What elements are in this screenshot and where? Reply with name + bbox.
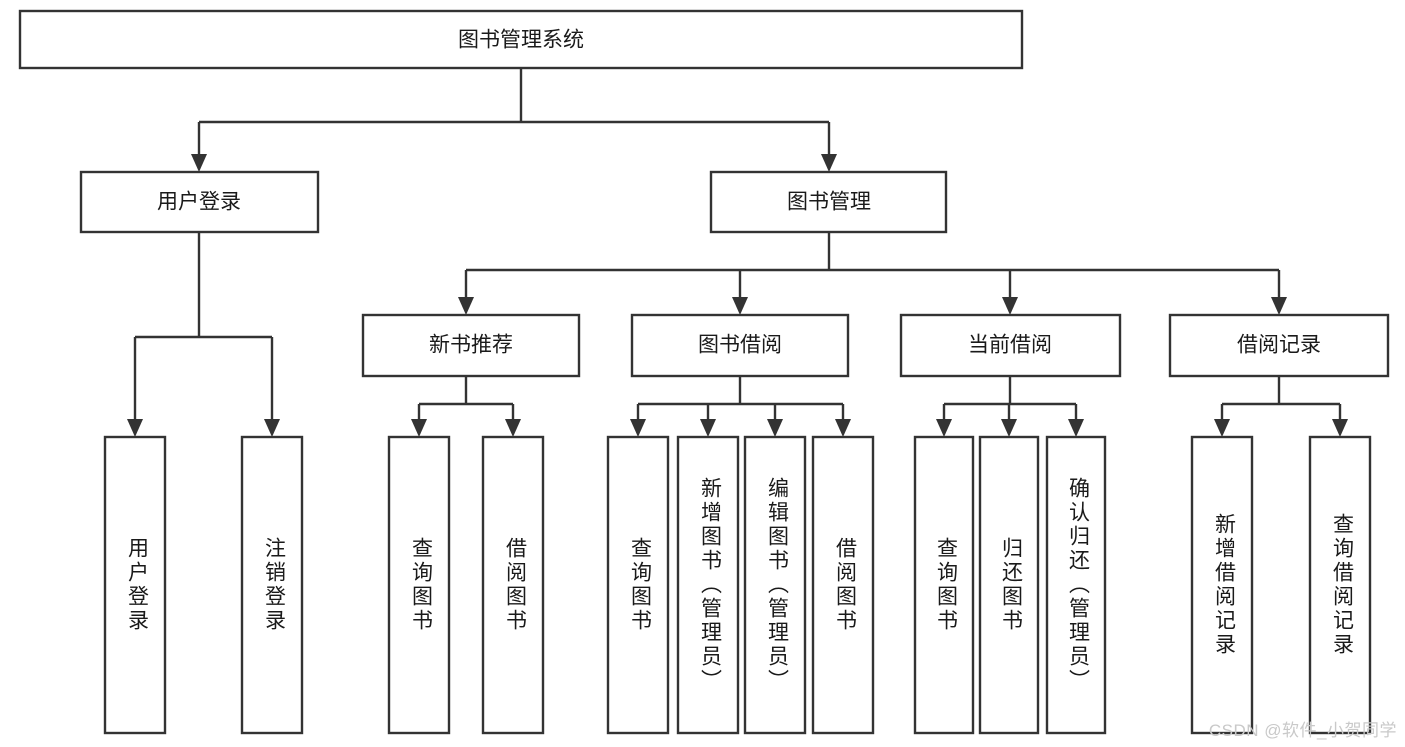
node-leaf-user-login[interactable]: 用户登录	[103, 435, 167, 735]
node-leaf-logout-login-label: 注销登录	[262, 537, 286, 633]
node-leaf-query-book-2-label: 查询图书	[628, 537, 652, 633]
node-leaf-confirm-return[interactable]: 确认归还（管理员）	[1045, 435, 1107, 735]
node-system-label: 图书管理系统	[458, 29, 584, 52]
node-leaf-query-record-box[interactable]	[1308, 435, 1372, 735]
arrow-head-leaf-query-record	[1332, 419, 1348, 437]
node-book-borrow-box[interactable]	[630, 313, 850, 378]
arrow-head-leaf-add-book	[700, 419, 716, 437]
node-new-book-recommend-box[interactable]	[361, 313, 581, 378]
arrow-head-leaf-borrow-book-1	[505, 419, 521, 437]
node-leaf-borrow-book-2[interactable]: 借阅图书	[811, 435, 875, 735]
arrow-head-user-login	[191, 154, 207, 172]
node-user-login[interactable]: 用户登录	[79, 170, 320, 234]
arrow-head-leaf-query-book-3	[936, 419, 952, 437]
node-leaf-borrow-book-2-label: 借阅图书	[833, 537, 857, 633]
node-leaf-add-record-box[interactable]	[1190, 435, 1254, 735]
node-leaf-query-book-2[interactable]: 查询图书	[606, 435, 670, 735]
node-system[interactable]: 图书管理系统	[18, 9, 1024, 70]
arrow-head-book-management	[821, 154, 837, 172]
node-borrow-record-box[interactable]	[1168, 313, 1390, 378]
node-new-book-recommend[interactable]: 新书推荐	[361, 313, 581, 378]
node-leaf-query-book-3-box[interactable]	[913, 435, 975, 735]
node-user-login-label: 用户登录	[157, 191, 241, 214]
arrow-head-leaf-query-book-2	[630, 419, 646, 437]
node-leaf-return-book-label: 归还图书	[999, 537, 1023, 633]
node-leaf-borrow-book-1-label: 借阅图书	[503, 537, 527, 633]
node-leaf-logout-login-box[interactable]	[240, 435, 304, 735]
node-leaf-query-book-3-label: 查询图书	[934, 537, 958, 633]
node-leaf-query-book-1-label: 查询图书	[409, 537, 433, 633]
node-borrow-record[interactable]: 借阅记录	[1168, 313, 1390, 378]
arrow-head-new-book-recommend	[458, 297, 474, 315]
node-leaf-edit-book-box[interactable]	[743, 435, 807, 735]
node-book-borrow[interactable]: 图书借阅	[630, 313, 850, 378]
node-current-borrow-label: 当前借阅	[968, 334, 1052, 357]
node-book-management-label: 图书管理	[787, 191, 871, 214]
arrow-head-leaf-edit-book	[767, 419, 783, 437]
arrow-head-leaf-borrow-book-2	[835, 419, 851, 437]
node-user-login-box[interactable]	[79, 170, 320, 234]
node-leaf-return-book-box[interactable]	[978, 435, 1040, 735]
arrow-head-leaf-query-book-1	[411, 419, 427, 437]
arrow-head-current-borrow	[1002, 297, 1018, 315]
node-leaf-query-record[interactable]: 查询借阅记录	[1308, 435, 1372, 735]
node-system-box[interactable]	[18, 9, 1024, 70]
node-leaf-query-book-3[interactable]: 查询图书	[913, 435, 975, 735]
node-leaf-return-book[interactable]: 归还图书	[978, 435, 1040, 735]
node-leaf-edit-book[interactable]: 编辑图书（管理员）	[743, 435, 807, 735]
node-leaf-add-book[interactable]: 新增图书（管理员）	[676, 435, 740, 735]
node-leaf-add-book-label: 新增图书（管理员）	[698, 477, 722, 693]
arrow-head-leaf-logout-login	[264, 419, 280, 437]
node-leaf-borrow-book-2-box[interactable]	[811, 435, 875, 735]
arrow-head-leaf-confirm-return	[1068, 419, 1084, 437]
node-leaf-query-book-1[interactable]: 查询图书	[387, 435, 451, 735]
node-borrow-record-label: 借阅记录	[1237, 334, 1321, 357]
node-leaf-borrow-book-1-box[interactable]	[481, 435, 545, 735]
arrow-head-borrow-record	[1271, 297, 1287, 315]
node-leaf-confirm-return-label: 确认归还（管理员）	[1066, 477, 1090, 693]
arrow-head-book-borrow	[732, 297, 748, 315]
node-leaf-query-book-2-box[interactable]	[606, 435, 670, 735]
node-leaf-confirm-return-box[interactable]	[1045, 435, 1107, 735]
node-leaf-add-book-box[interactable]	[676, 435, 740, 735]
node-book-borrow-label: 图书借阅	[698, 334, 782, 357]
node-new-book-recommend-label: 新书推荐	[429, 334, 513, 357]
node-book-management-box[interactable]	[709, 170, 948, 234]
arrow-head-leaf-add-record	[1214, 419, 1230, 437]
node-leaf-add-record[interactable]: 新增借阅记录	[1190, 435, 1254, 735]
node-book-management[interactable]: 图书管理	[709, 170, 948, 234]
node-leaf-user-login-label: 用户登录	[125, 537, 149, 633]
node-leaf-user-login-box[interactable]	[103, 435, 167, 735]
node-leaf-query-record-label: 查询借阅记录	[1330, 513, 1354, 657]
node-leaf-borrow-book-1[interactable]: 借阅图书	[481, 435, 545, 735]
arrow-head-leaf-return-book	[1001, 419, 1017, 437]
node-leaf-edit-book-label: 编辑图书（管理员）	[765, 477, 789, 693]
node-current-borrow[interactable]: 当前借阅	[899, 313, 1122, 378]
connector-layer	[127, 68, 1348, 437]
arrow-head-leaf-user-login	[127, 419, 143, 437]
node-leaf-logout-login[interactable]: 注销登录	[240, 435, 304, 735]
node-leaf-add-record-label: 新增借阅记录	[1212, 513, 1236, 657]
node-leaf-query-book-1-box[interactable]	[387, 435, 451, 735]
node-current-borrow-box[interactable]	[899, 313, 1122, 378]
